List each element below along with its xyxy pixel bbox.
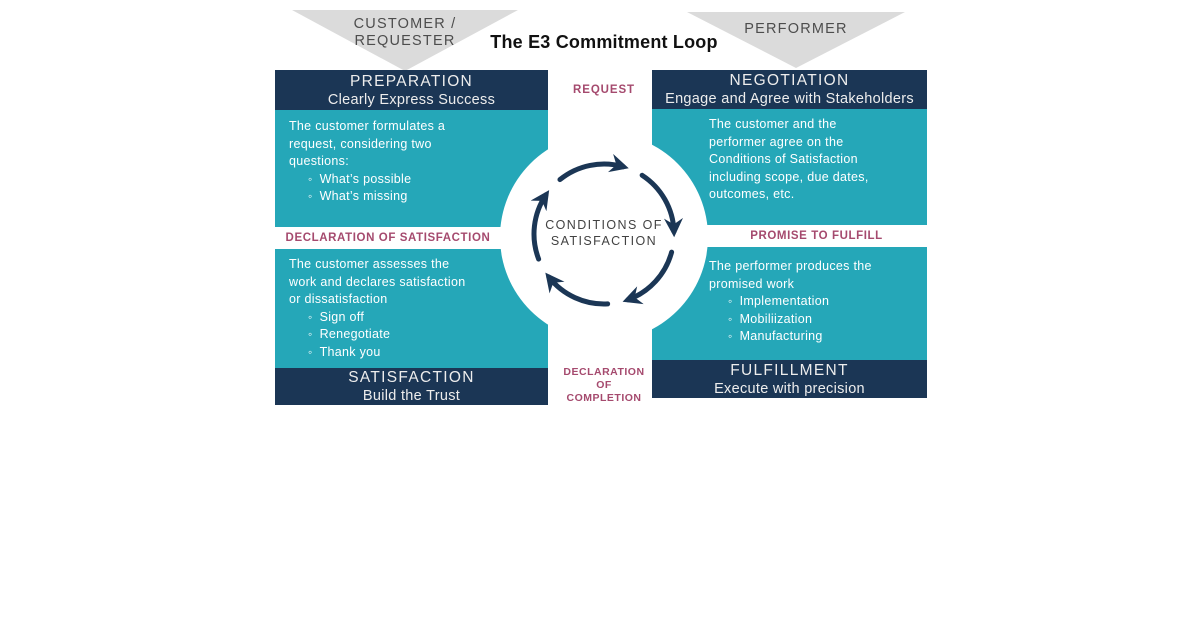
- bullet-text: Renegotiate: [319, 327, 391, 341]
- fulfillment-list: ◦ Implementation ◦ Mobiliization ◦ Manuf…: [709, 293, 923, 346]
- negotiation-header: NEGOTIATION Engage and Agree with Stakeh…: [652, 70, 927, 109]
- bullet-icon: ◦: [308, 309, 313, 324]
- negotiation-title: NEGOTIATION: [729, 72, 850, 89]
- satisfaction-text: The customer assesses the work and decla…: [289, 257, 466, 306]
- negotiation-tagline: Engage and Agree with Stakeholders: [665, 91, 914, 107]
- list-item: ◦ What’s possible: [308, 171, 540, 189]
- list-item: ◦ Sign off: [308, 309, 540, 327]
- list-item: ◦ Renegotiate: [308, 326, 540, 344]
- bullet-icon: ◦: [728, 294, 733, 308]
- preparation-title: PREPARATION: [349, 72, 474, 90]
- satisfaction-list: ◦ Sign off ◦ Renegotiate ◦ Thank you: [289, 309, 540, 362]
- satisfaction-header: SATISFACTION Build the Trust: [275, 368, 548, 405]
- negotiation-text: The customer and the performer agree on …: [709, 117, 869, 201]
- fulfillment-title: FULFILLMENT: [730, 361, 849, 379]
- preparation-header: PREPARATION Clearly Express Success: [275, 70, 548, 110]
- preparation-text: The customer formulates a request, consi…: [289, 119, 446, 168]
- list-item: ◦ Implementation: [728, 293, 923, 311]
- loop-arrow-bottom-right: [622, 249, 675, 305]
- performer-role-label: PERFORMER: [744, 21, 848, 37]
- declaration-of-satisfaction-label: DECLARATION OF SATISFACTION: [285, 232, 491, 244]
- bullet-text: What’s missing: [319, 189, 408, 203]
- preparation-list: ◦ What’s possible ◦ What’s missing: [289, 171, 540, 206]
- bullet-icon: ◦: [728, 329, 733, 343]
- loop-arrow-bottom-left: [545, 272, 611, 307]
- customer-role-label: CUSTOMER / REQUESTER: [353, 16, 457, 49]
- list-item: ◦ Mobiliization: [728, 311, 923, 329]
- preparation-body: The customer formulates a request, consi…: [275, 110, 548, 227]
- bullet-text: Thank you: [319, 344, 381, 359]
- loop-arrow-top: [557, 153, 629, 183]
- bullet-icon: ◦: [308, 327, 313, 341]
- loop-arrow-left: [530, 190, 550, 262]
- list-item: ◦ Thank you: [308, 344, 540, 362]
- list-item: ◦ Manufacturing: [728, 328, 923, 346]
- bullet-text: Mobiliization: [739, 311, 813, 326]
- bullet-text: Implementation: [739, 294, 830, 308]
- conditions-of-satisfaction-label: CONDITIONS OF SATISFACTION: [545, 218, 663, 248]
- promise-to-fulfill-label: PROMISE TO FULFILL: [750, 230, 883, 242]
- bullet-text: Sign off: [319, 309, 365, 324]
- bullet-icon: ◦: [728, 311, 733, 326]
- bullet-icon: ◦: [308, 344, 313, 359]
- bullet-icon: ◦: [308, 189, 313, 203]
- fulfillment-text: The performer produces the promised work: [709, 259, 872, 291]
- bullet-icon: ◦: [308, 171, 313, 186]
- list-item: ◦ What’s missing: [308, 188, 540, 206]
- preparation-tagline: Clearly Express Success: [327, 91, 496, 108]
- loop-arrows-icon: [530, 153, 683, 307]
- declaration-of-completion-label: DECLARATION OF COMPLETION: [563, 366, 645, 404]
- loop-arrow-right: [639, 172, 683, 238]
- bullet-text: Manufacturing: [739, 329, 823, 343]
- request-label: REQUEST: [573, 84, 635, 96]
- satisfaction-title: SATISFACTION: [348, 369, 475, 386]
- diagram-title: The E3 Commitment Loop: [490, 32, 718, 52]
- bullet-text: What’s possible: [319, 171, 412, 186]
- fulfillment-header: FULFILLMENT Execute with precision: [652, 360, 927, 398]
- satisfaction-tagline: Build the Trust: [362, 388, 461, 404]
- fulfillment-tagline: Execute with precision: [714, 380, 865, 397]
- satisfaction-body: The customer assesses the work and decla…: [275, 249, 548, 368]
